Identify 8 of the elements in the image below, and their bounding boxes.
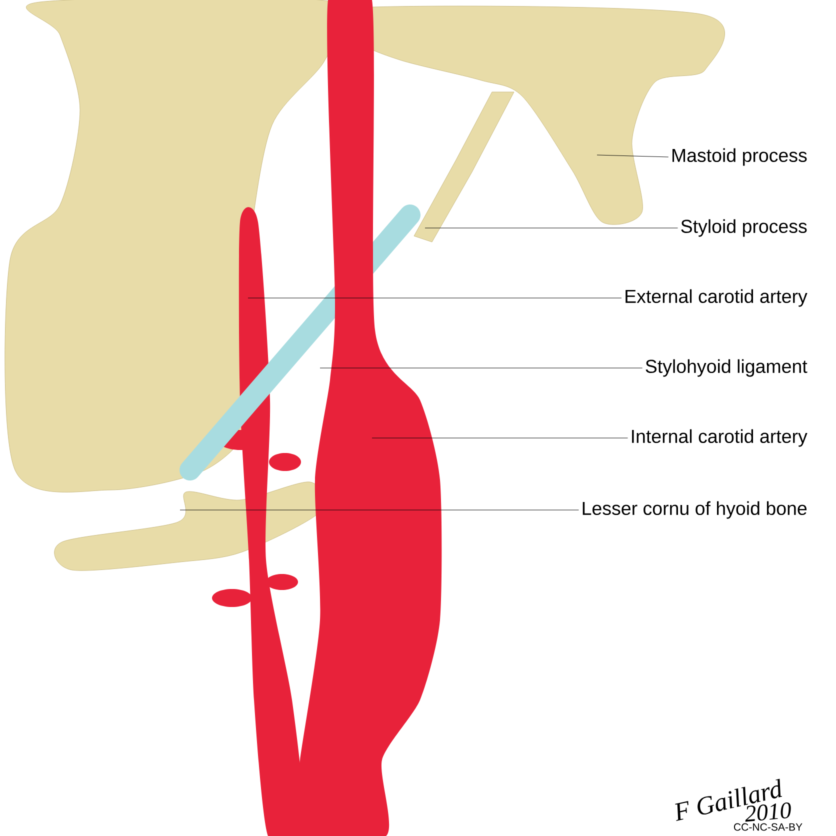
license-text: CC-NC-SA-BY	[734, 823, 802, 831]
structure-label: Styloid process	[681, 219, 807, 237]
structure-label: Internal carotid artery	[632, 429, 808, 447]
structure-label: Lesser cornu of hyoid bone	[582, 501, 807, 519]
leader-line	[596, 154, 669, 158]
structure-label: External carotid artery	[626, 289, 808, 307]
structure-label: Stylohyoid ligament	[646, 359, 808, 377]
structure-label: Mastoid process	[672, 148, 807, 166]
